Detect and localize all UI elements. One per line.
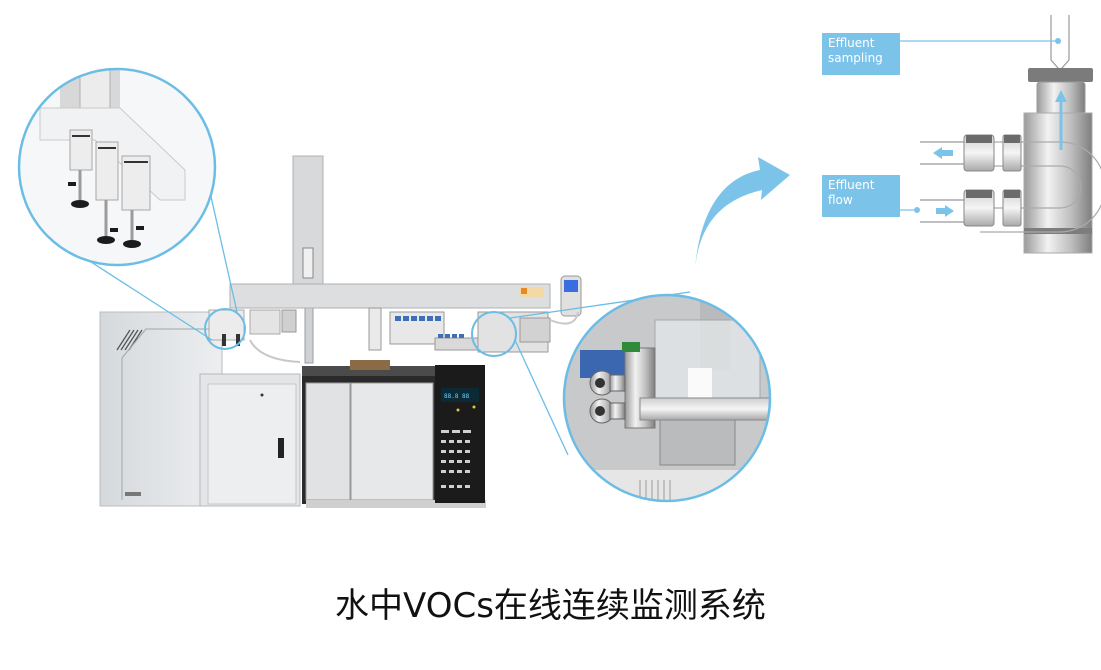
flow-out-arrow-icon <box>933 147 953 159</box>
callout-line-1: Effluent <box>828 178 875 192</box>
svg-text:88.8 88: 88.8 88 <box>444 393 470 400</box>
autosampler-rail <box>229 283 551 309</box>
compression-fitting <box>963 134 1022 227</box>
curved-arrow-icon <box>695 157 790 268</box>
vent-stripes <box>116 329 143 351</box>
flow-in-arrow-icon <box>936 205 954 217</box>
right-highlight-ring <box>471 311 517 357</box>
zoom-connectors <box>56 169 691 456</box>
gc-instrument: 88.8 88 <box>99 155 582 508</box>
effluent-flow-callout: Effluent flow <box>822 175 900 217</box>
right-magnified-view <box>562 293 772 503</box>
rail-modules <box>208 307 579 363</box>
figure-title: 水中VOCs在线连续监测系统 <box>335 586 766 626</box>
effluent-sampling-callout: Effluent sampling <box>822 33 900 75</box>
effluent-schematic <box>900 15 1101 254</box>
gc-control-panel <box>435 365 485 503</box>
callout-line-2: sampling <box>828 51 883 65</box>
sampling-up-arrow-icon <box>1055 90 1067 150</box>
left-magnified-view <box>17 67 217 267</box>
left-highlight-ring <box>204 308 246 350</box>
callout-line-2: flow <box>828 193 853 207</box>
callout-line-1: Effluent <box>828 36 875 50</box>
